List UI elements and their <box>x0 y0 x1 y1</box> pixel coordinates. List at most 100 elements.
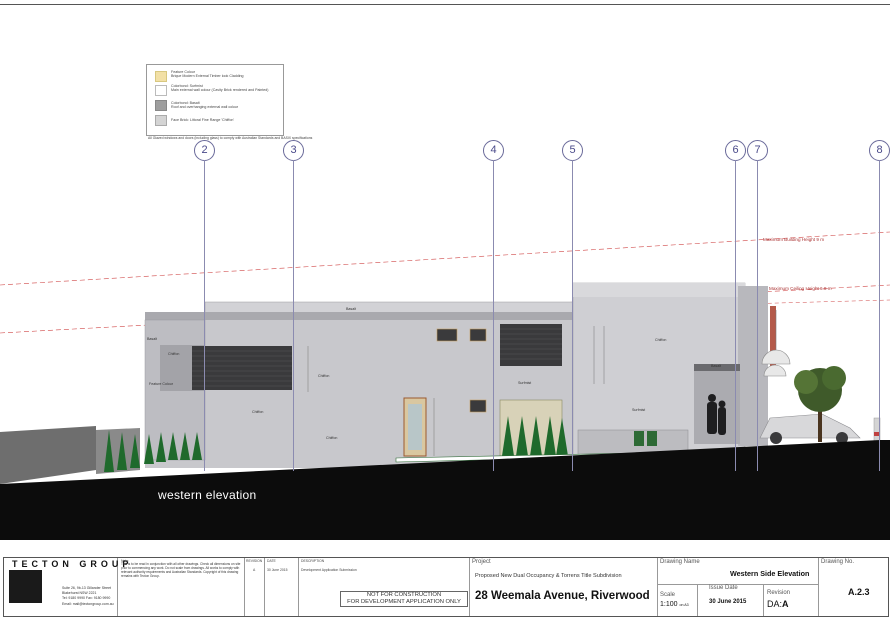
bin-1 <box>634 431 644 446</box>
project-address: 28 Weemala Avenue, Riverwood <box>475 590 650 602</box>
elevation-drawing <box>0 231 890 540</box>
legend-note: All Glazed windows and doors (including … <box>148 136 313 140</box>
title-block: TECTON GROUP Suite 26, 9b-13 Gillander S… <box>3 557 889 617</box>
title-block-notes-cell: Note: This is to be read in conjunction … <box>117 558 245 616</box>
company-logo-text: TECTON GROUP <box>12 559 133 569</box>
not-for-construction-stamp: NOT FOR CONSTRUCTION FOR DEVELOPMENT APP… <box>340 591 468 607</box>
scale-value: 1:100 on A3 <box>660 601 689 608</box>
grid-bubble-2: 2 <box>194 140 215 161</box>
drawing-no-cell: Drawing No. <box>818 558 888 616</box>
revision-column: REVISION A <box>244 558 265 616</box>
notes-header: Note: <box>121 559 130 563</box>
tag-surfmist-2: Surfmist <box>632 408 646 412</box>
date-value: 30 June 2015 <box>267 568 288 572</box>
tag-basalt-roof: Basalt <box>346 307 356 311</box>
company-address-2: Blakehurst NSW 2221 <box>62 591 97 595</box>
dimension-lines <box>307 326 605 456</box>
legend-text-feature: Feature Colour Brique Modern External Ti… <box>171 70 244 79</box>
right-block-parapet <box>573 283 745 297</box>
project-cell: Project <box>469 558 658 616</box>
pendant-lights <box>761 310 791 377</box>
legend-text-chiffon: Face Brick: Littoral Fine Range 'Chiffon… <box>171 118 235 122</box>
feature-timber-strip <box>770 306 776 368</box>
company-address-4: Email: mail@tectongroup.com.au <box>62 602 114 606</box>
max-building-height-label: Maximum Building Height 9 m <box>763 237 825 242</box>
project-header: Project <box>472 559 491 565</box>
legend-swatch-basalt <box>155 100 167 111</box>
grid-bubble-8: 8 <box>869 140 890 161</box>
bin-2 <box>647 431 657 446</box>
date-column: DATE 30 June 2015 <box>264 558 299 616</box>
revision-prefix: DA: <box>767 599 783 609</box>
legend-swatch-chiffon <box>155 115 167 126</box>
revision-header: REVISION <box>246 559 263 563</box>
people-silhouettes <box>707 394 726 435</box>
roof-fascia <box>145 312 573 320</box>
small-window-1 <box>436 328 458 342</box>
grid-bubble-4: 4 <box>483 140 504 161</box>
drawing-name-divider <box>657 584 818 585</box>
scale-sheet: on A3 <box>679 603 689 607</box>
tag-chiffon-1: Chiffon <box>318 374 330 378</box>
revision-label: Revision <box>767 590 791 596</box>
revision-code: DA:A <box>767 599 789 609</box>
issue-date-header: Issue Date <box>709 585 738 591</box>
issue-date-value: 30 June 2015 <box>709 599 747 605</box>
legend-text-surfmist: Colorbond: Surfmist Main external wall c… <box>171 84 269 93</box>
small-window-3 <box>469 399 487 413</box>
tag-chiffon-4: Chiffon <box>655 338 667 342</box>
grid-line-7 <box>757 160 758 471</box>
drawing-no: A.2.3 <box>848 587 870 597</box>
grid-line-6 <box>735 160 736 471</box>
drawing-name-cell: Drawing Name Scale 1:100 on A3 Issue Dat… <box>657 558 819 616</box>
legend-swatch-surfmist <box>155 85 167 96</box>
grid-bubble-3: 3 <box>283 140 304 161</box>
garage-door-left <box>192 346 292 390</box>
grid-line-2 <box>204 160 205 471</box>
grid-bubble-7: 7 <box>747 140 768 161</box>
grid-line-3 <box>293 160 294 471</box>
window-louvres <box>500 324 562 366</box>
issue-date-divider <box>763 584 764 616</box>
project-subtitle: Proposed New Dual Occupancy & Torrens Ti… <box>475 573 622 579</box>
grid-line-5 <box>572 160 573 471</box>
tag-basalt-left: Basalt <box>147 337 157 341</box>
ground-section <box>0 440 890 540</box>
grid-bubble-5: 5 <box>562 140 583 161</box>
elevation-title: western elevation <box>158 488 257 502</box>
grid-line-4 <box>493 160 494 471</box>
tag-surfmist-1: Surfmist <box>518 381 532 385</box>
sheet-border-top <box>0 4 890 5</box>
company-address-3: Tel: 9180 9990 Fax: 9180 9990 <box>62 596 111 600</box>
legend-swatch-feature <box>155 71 167 82</box>
title-block-company-cell: TECTON GROUP Suite 26, 9b-13 Gillander S… <box>4 558 128 616</box>
entry-door-glass <box>408 404 422 450</box>
tag-chiffon-2: Chiffon <box>252 410 264 414</box>
company-logo-icon <box>9 570 42 603</box>
drawing-no-header: Drawing No. <box>821 559 855 565</box>
tag-feature-colour: Feature Colour <box>149 382 173 386</box>
legend-text-basalt: Colorbond: Basalt Roof and overhanging e… <box>171 101 239 110</box>
small-window-2 <box>469 328 487 342</box>
nfc-line-1: NOT FOR CONSTRUCTION <box>366 592 442 598</box>
scale-ratio: 1:100 <box>660 601 678 608</box>
tree-right <box>794 366 846 442</box>
scale-header: Scale <box>660 592 676 598</box>
neighbour-wall-left <box>0 426 96 484</box>
max-ceiling-height-label: Maximum Ceiling Height 6.8 m <box>769 286 832 291</box>
company-address-1: Suite 26, 9b-13 Gillander Street <box>62 586 112 590</box>
porch-awning <box>694 364 740 371</box>
tag-chiffon-left: Chiffon <box>168 352 180 356</box>
tag-chiffon-3: Chiffon <box>326 436 338 440</box>
hedge-centre <box>502 416 568 456</box>
grid-bubble-6: 6 <box>725 140 746 161</box>
grid-line-8 <box>879 160 880 471</box>
tag-basalt-porch: Basalt <box>711 364 721 368</box>
materials-legend: Feature Colour Brique Modern External Ti… <box>146 64 284 136</box>
nfc-line-2: FOR DEVELOPMENT APPLICATION ONLY <box>347 598 461 605</box>
hedge-left <box>104 430 202 472</box>
date-header: DATE <box>267 559 276 563</box>
parked-car <box>759 413 861 444</box>
drawing-name-header: Drawing Name <box>660 559 700 565</box>
